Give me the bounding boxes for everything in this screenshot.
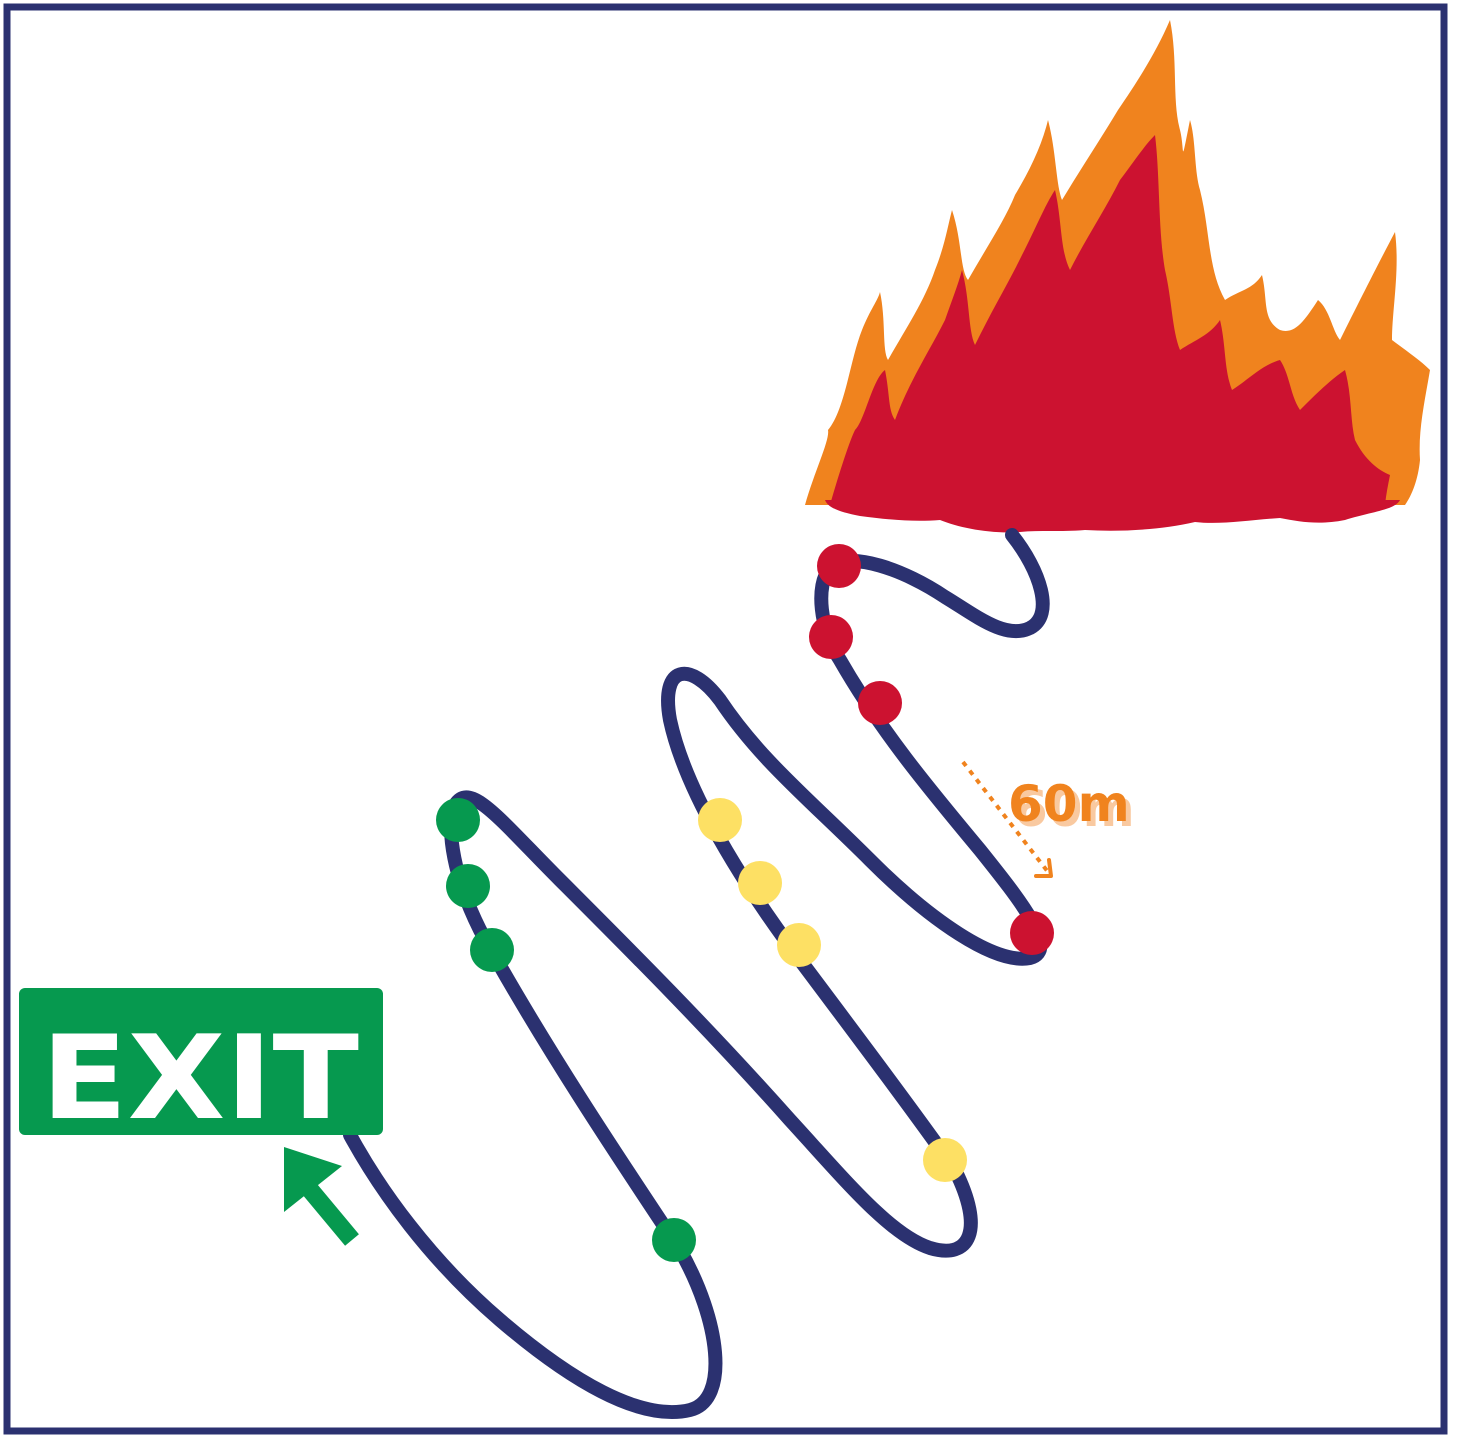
marker-green — [652, 1218, 696, 1262]
marker-yellow — [923, 1138, 967, 1182]
fire-icon — [805, 20, 1430, 532]
marker-yellow — [738, 861, 782, 905]
marker-yellow — [698, 798, 742, 842]
marker-red — [1010, 911, 1054, 955]
exit-sign-label: EXIT — [41, 1011, 359, 1146]
distance-label: 60m — [1008, 775, 1130, 833]
marker-green — [470, 928, 514, 972]
marker-red — [817, 544, 861, 588]
marker-green — [436, 798, 480, 842]
marker-green — [446, 864, 490, 908]
marker-red — [809, 615, 853, 659]
escape-path — [350, 535, 1043, 1412]
exit-arrow-icon — [284, 1147, 352, 1240]
marker-yellow — [777, 923, 821, 967]
exit-sign: EXIT — [19, 988, 383, 1146]
marker-red — [858, 681, 902, 725]
